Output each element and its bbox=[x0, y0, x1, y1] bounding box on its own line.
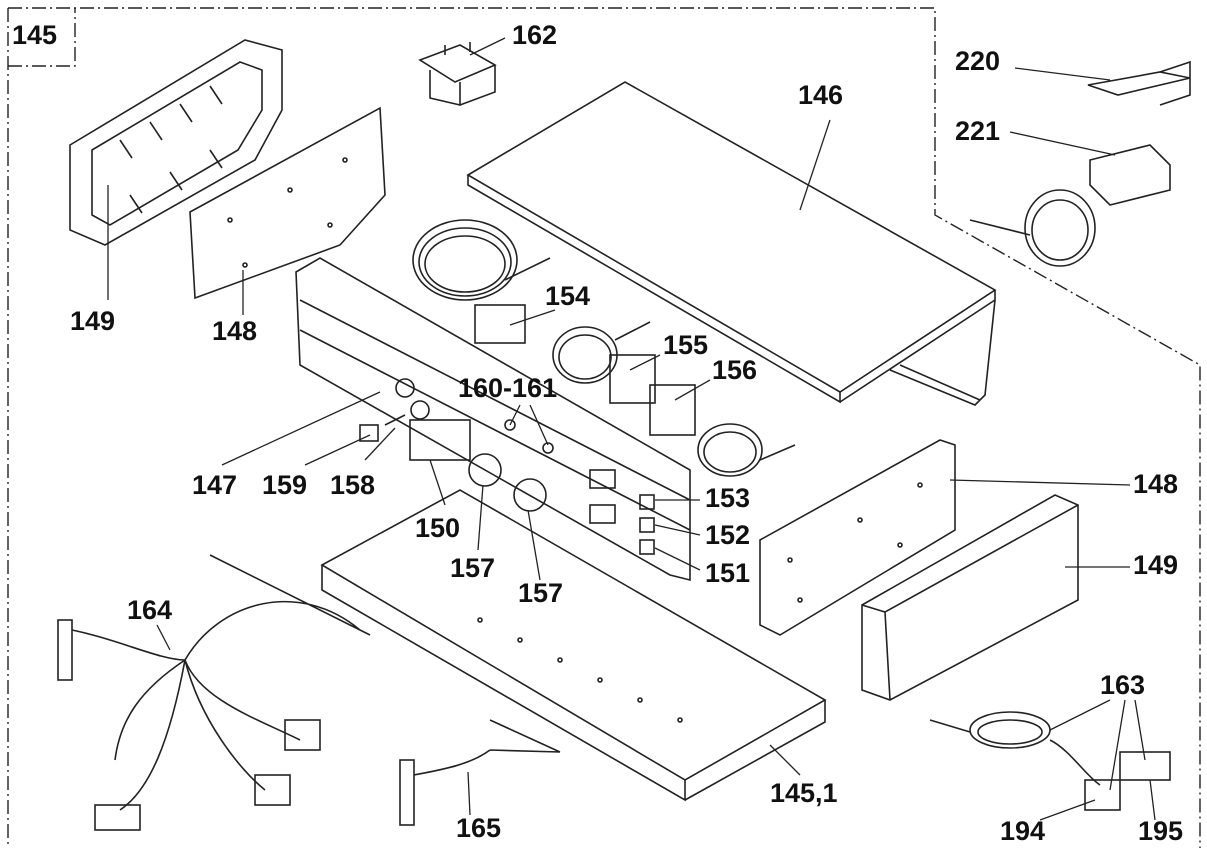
part-label-157-left: 157 bbox=[450, 553, 496, 583]
part-label-145-1: 145,1 bbox=[770, 778, 838, 808]
control-panel-housing bbox=[295, 257, 691, 582]
part-label-152: 152 bbox=[705, 520, 751, 550]
part-label-156: 156 bbox=[712, 355, 758, 385]
part-label-149-left: 149 bbox=[70, 306, 116, 336]
part-label-157-right: 157 bbox=[518, 578, 564, 608]
part-label-194: 194 bbox=[1000, 816, 1046, 846]
wiring-harness-165 bbox=[399, 719, 561, 826]
side-panel-right-148 bbox=[759, 439, 956, 636]
part-label-155: 155 bbox=[663, 330, 709, 360]
end-cap-right-149 bbox=[861, 494, 1079, 701]
part-label-195: 195 bbox=[1138, 816, 1184, 846]
part-label-164: 164 bbox=[127, 595, 173, 625]
frame-label: 145 bbox=[12, 20, 58, 50]
part-label-159: 159 bbox=[262, 470, 308, 500]
part-label-148-right: 148 bbox=[1133, 469, 1179, 499]
leader-lines bbox=[107, 37, 1156, 821]
part-label-154: 154 bbox=[545, 281, 591, 311]
part-label-151: 151 bbox=[705, 558, 751, 588]
part-label-220: 220 bbox=[955, 46, 1001, 76]
end-cap-left-149 bbox=[69, 39, 283, 246]
top-cover-146 bbox=[466, 81, 997, 406]
part-label-149-right: 149 bbox=[1133, 550, 1179, 580]
part-label-146: 146 bbox=[798, 80, 844, 110]
part-label-165: 165 bbox=[456, 813, 502, 843]
part-label-160-161: 160-161 bbox=[458, 373, 558, 403]
bracket-162 bbox=[418, 42, 497, 107]
part-label-148-left: 148 bbox=[212, 316, 258, 346]
cable-assembly-163 bbox=[929, 711, 1171, 811]
part-label-150: 150 bbox=[415, 513, 461, 543]
part-label-163: 163 bbox=[1100, 670, 1146, 700]
side-panel-left-148 bbox=[189, 106, 386, 300]
regulator-155 bbox=[552, 321, 656, 404]
thermostat-221 bbox=[969, 144, 1171, 267]
part-label-147: 147 bbox=[192, 470, 238, 500]
wiring-harness-164 bbox=[57, 554, 371, 831]
bracket-220 bbox=[1087, 60, 1191, 106]
part-label-162: 162 bbox=[512, 20, 558, 50]
knob-parts bbox=[359, 414, 406, 442]
regulator-156 bbox=[649, 384, 796, 477]
base-plate-145-1 bbox=[320, 489, 827, 802]
thermostat-154 bbox=[412, 219, 551, 344]
part-label-158: 158 bbox=[330, 470, 376, 500]
part-label-221: 221 bbox=[955, 116, 1001, 146]
part-label-153: 153 bbox=[705, 483, 751, 513]
